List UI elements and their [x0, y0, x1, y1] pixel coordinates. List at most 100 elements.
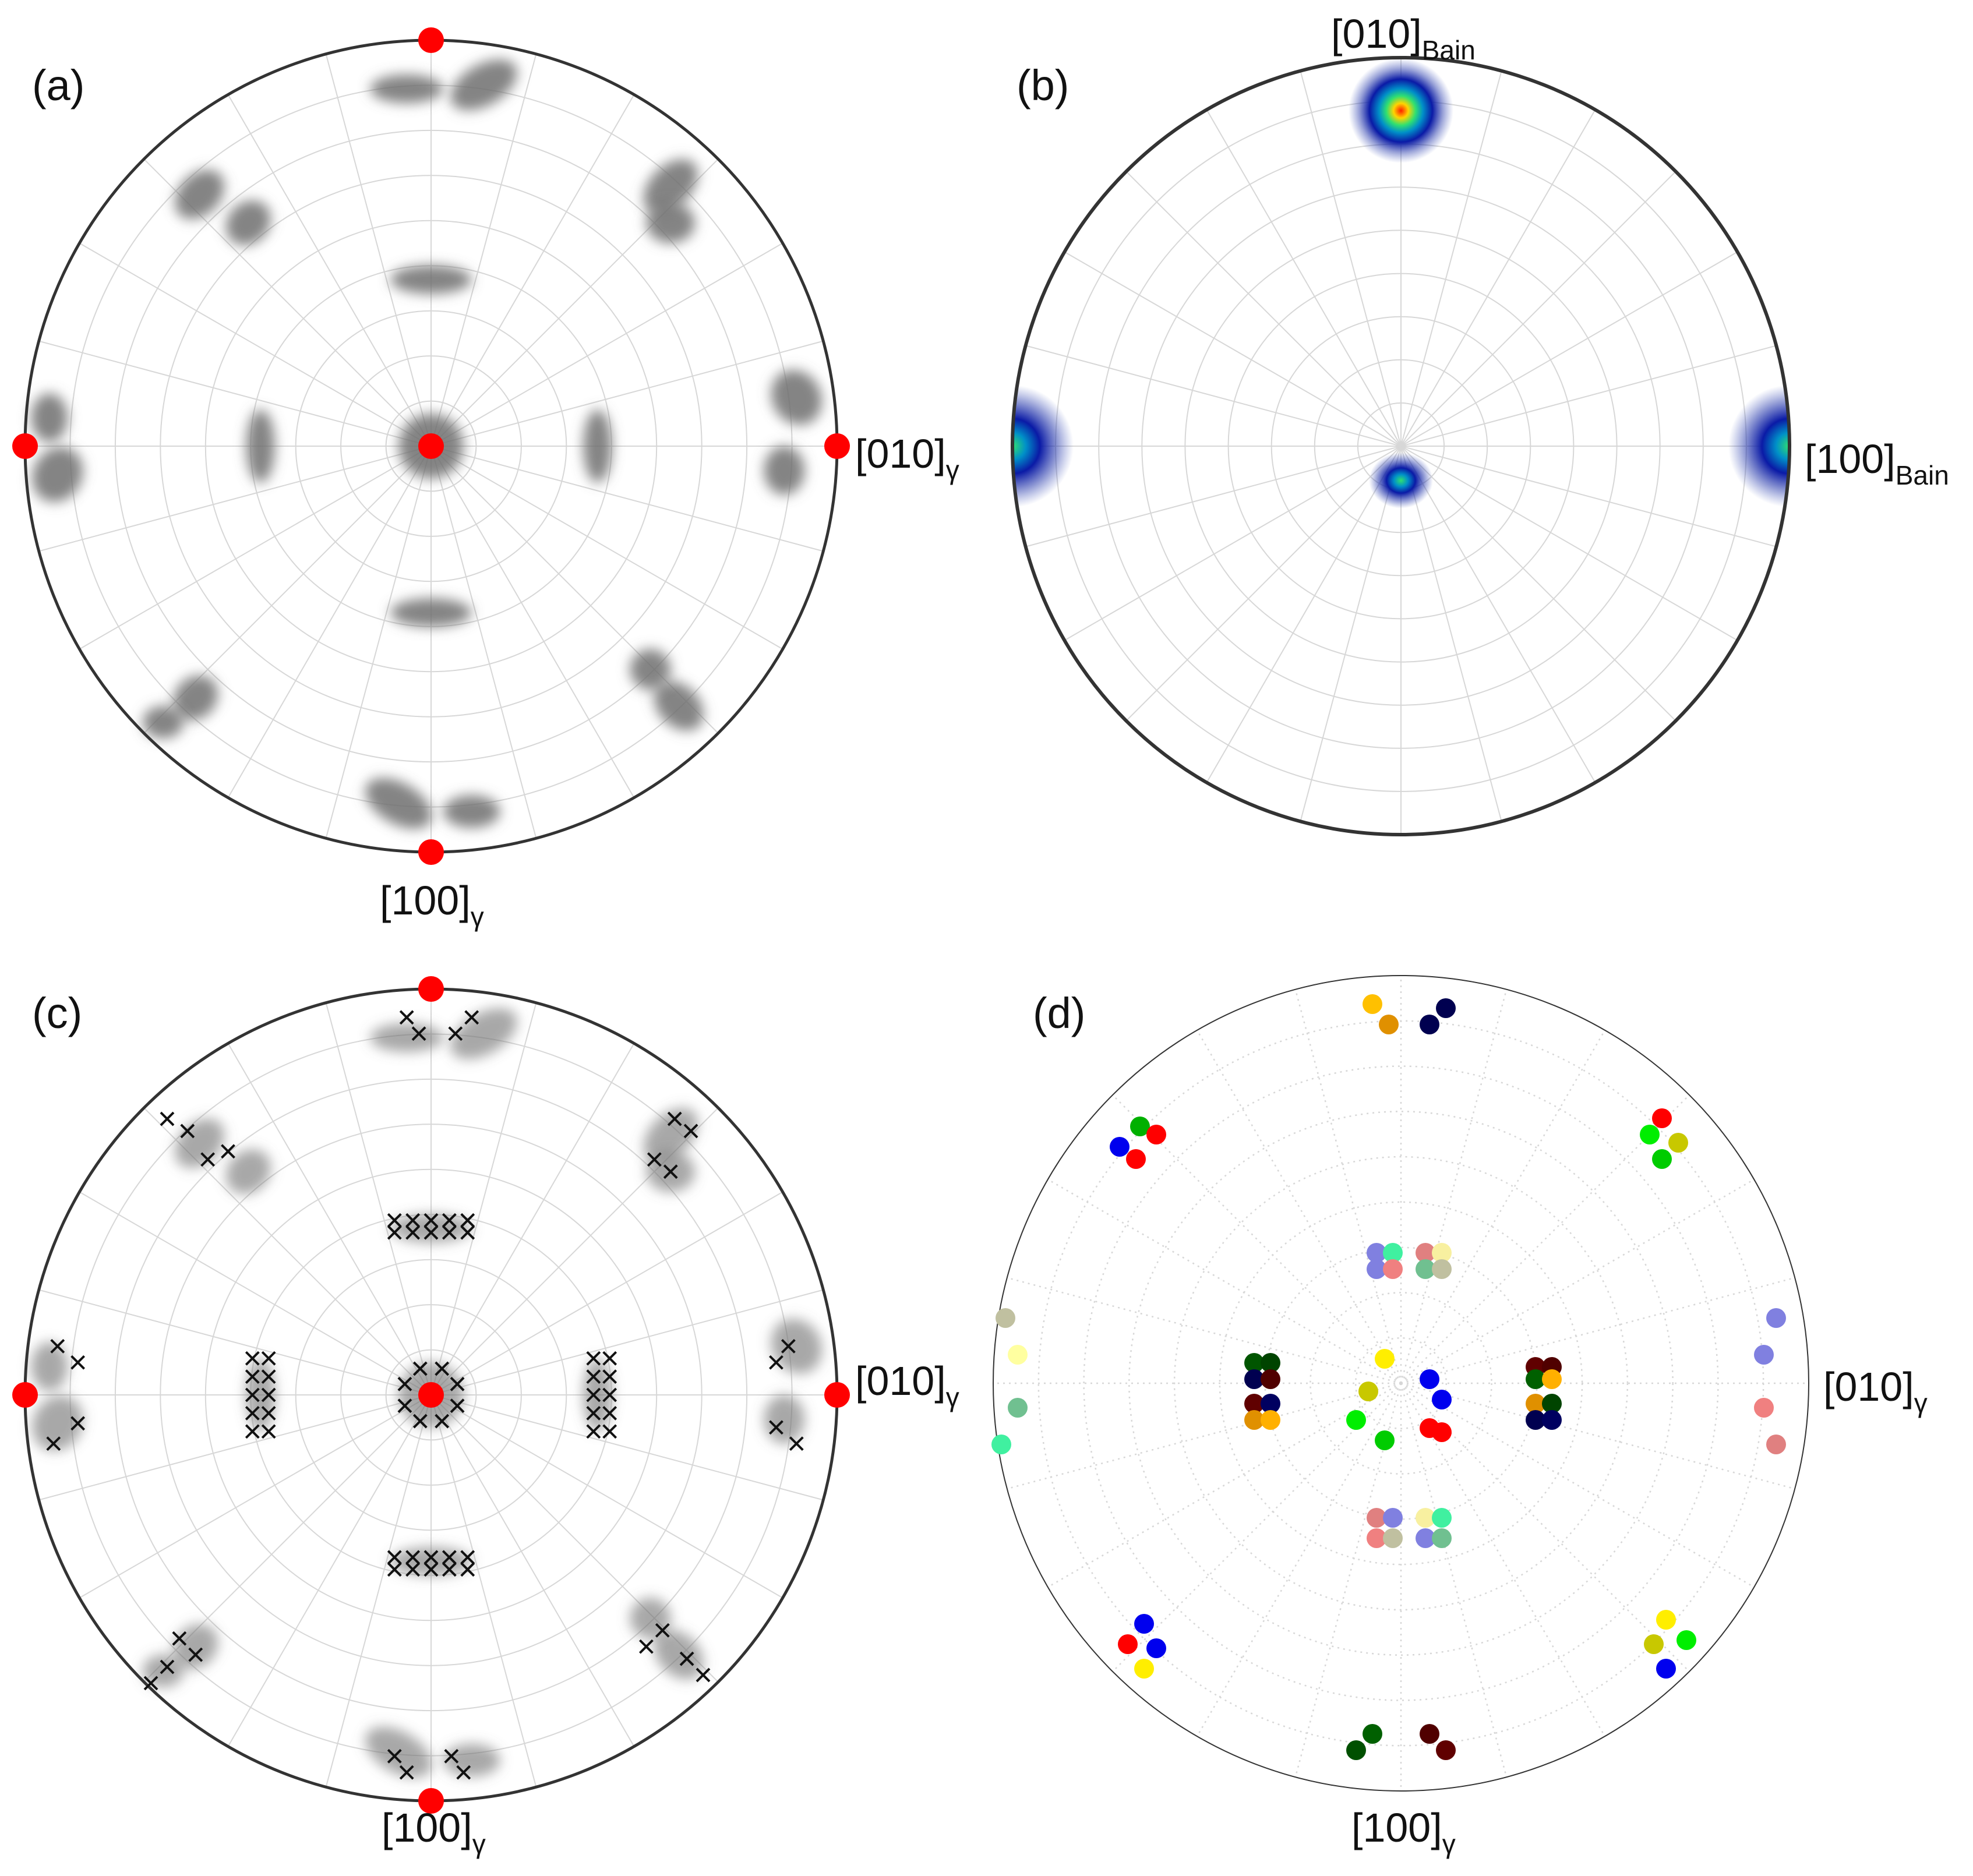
variant-pole: [1134, 1614, 1154, 1634]
variant-marker: [245, 1369, 260, 1384]
grid-line: [227, 1394, 432, 1747]
variant-marker: [397, 1398, 412, 1414]
pole-cloud: [32, 1395, 83, 1451]
pole-cloud: [450, 59, 517, 111]
variant-marker: [448, 1026, 463, 1041]
grid-line: [227, 446, 432, 799]
grid-line: [1400, 446, 1777, 547]
grid-line: [1400, 171, 1676, 447]
grid-circle: [1083, 1065, 1719, 1701]
variant-marker: [70, 1355, 86, 1370]
pole-cloud: [443, 1744, 500, 1777]
variant-marker: [602, 1405, 617, 1421]
right-axis-label-b: [100]Bain: [1805, 436, 1949, 490]
variant-pole: [1346, 1740, 1366, 1760]
variant-marker: [261, 1387, 276, 1402]
panel-label-d: (d): [1033, 989, 1085, 1037]
variant-pole: [1432, 1243, 1452, 1263]
pole-cloud: [175, 169, 225, 220]
variant-marker: [442, 1225, 457, 1240]
variant-pole: [1416, 1243, 1435, 1263]
grid-line: [38, 340, 432, 447]
grid-line: [79, 242, 432, 447]
pole-cloud: [175, 1118, 225, 1168]
grid-line: [1025, 345, 1402, 447]
variant-pole: [1110, 1137, 1130, 1157]
pole-cloud: [31, 393, 68, 442]
variant-pole: [1416, 1528, 1435, 1548]
variant-pole: [1542, 1369, 1562, 1389]
pole-cloud: [643, 159, 698, 214]
variant-pole: [1766, 1435, 1786, 1454]
grid-line: [325, 54, 432, 447]
variant-marker: [405, 1562, 421, 1577]
density-peak-top: [1349, 58, 1453, 163]
stereographic-grid-b: [1012, 58, 1790, 835]
variant-marker: [442, 1562, 457, 1577]
pole-figure-boundary-d: [993, 975, 1809, 1792]
reference-poles-c: [12, 976, 850, 1814]
grid-line: [430, 1289, 824, 1395]
grid-line: [1400, 446, 1676, 722]
variant-pole: [1526, 1369, 1545, 1389]
variant-marker: [586, 1405, 601, 1421]
pole-cloud: [225, 1149, 271, 1195]
bottom-axis-label-c: [100]γ: [382, 1805, 486, 1859]
variant-marker: [245, 1405, 260, 1421]
grid-line: [1400, 251, 1738, 447]
pole-cloud: [173, 1624, 218, 1669]
variant-marker: [411, 1026, 426, 1041]
pole-cloud: [173, 675, 218, 720]
stereographic-grid-d: [993, 976, 1809, 1791]
variant-pole: [1542, 1394, 1562, 1414]
grid-line: [1064, 446, 1402, 641]
pole-cloud: [370, 75, 443, 104]
variant-marker: [586, 1369, 601, 1384]
pole-cloud: [390, 1547, 472, 1576]
variant-marker: [245, 1387, 260, 1402]
variant-marker: [397, 1376, 412, 1391]
reference-pole: [418, 1788, 444, 1814]
pole-cloud: [764, 446, 805, 495]
pole-cloud: [390, 1214, 472, 1243]
reference-pole: [418, 976, 444, 1002]
grid-line: [79, 1191, 432, 1395]
pole-figure-boundary-b: [1011, 56, 1791, 836]
variant-pole: [1652, 1108, 1672, 1128]
variant-poles-d: [991, 994, 1786, 1760]
variant-marker: [464, 1010, 479, 1025]
variant-pole: [1754, 1345, 1774, 1365]
top-axis-label-b: [010]Bain: [1331, 11, 1476, 65]
pole-cloud: [143, 706, 183, 739]
variant-marker: [387, 1562, 402, 1577]
grid-line: [1400, 446, 1596, 783]
variant-pole: [1383, 1243, 1403, 1263]
grid-line: [1300, 446, 1402, 822]
variant-marker: [663, 1164, 678, 1179]
grid-line: [325, 1002, 432, 1395]
pole-cloud: [630, 649, 671, 690]
variant-pole: [1261, 1353, 1280, 1373]
grid-line: [1206, 109, 1402, 447]
grid-line: [1400, 345, 1777, 447]
variant-pole: [1261, 1369, 1280, 1389]
variant-pole: [1656, 1659, 1676, 1679]
variant-marker: [399, 1010, 414, 1025]
grid-line: [430, 446, 783, 650]
variant-marker: [696, 1667, 711, 1683]
variant-marker: [769, 1355, 783, 1370]
reference-poles-a: [12, 27, 850, 865]
pole-cloud: [370, 1023, 443, 1052]
variant-marker: [450, 1376, 465, 1391]
variant-pole: [991, 1435, 1011, 1454]
variant-marker: [188, 1647, 203, 1662]
reference-pole: [418, 839, 444, 865]
variant-marker: [387, 1748, 402, 1764]
reference-pole: [824, 433, 850, 459]
variant-pole: [1526, 1394, 1545, 1414]
variant-marker: [160, 1111, 175, 1126]
density-peak-left: [1012, 385, 1074, 507]
pole-cloud: [443, 795, 500, 828]
grid-line: [38, 1289, 432, 1395]
variant-pole: [1244, 1394, 1264, 1414]
